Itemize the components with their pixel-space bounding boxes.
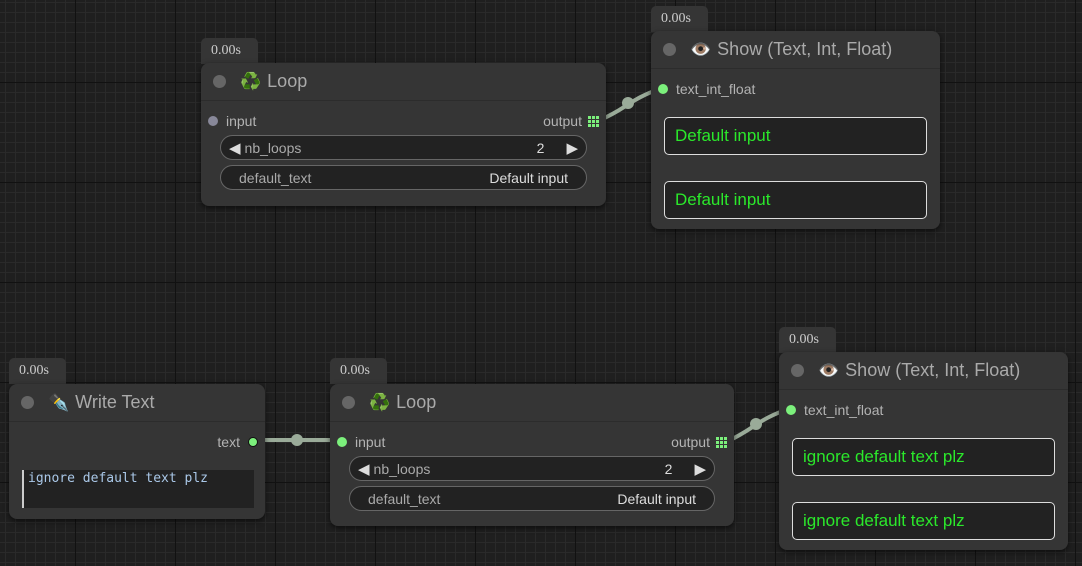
node-title: Write Text bbox=[75, 392, 155, 412]
loop-node[interactable]: ♻️Loop input output ◀nb_loops 2 ▶ default_… bbox=[201, 63, 606, 206]
widget-label: default_text bbox=[239, 169, 312, 186]
output-text-box[interactable]: Default input bbox=[664, 181, 927, 219]
input-slot[interactable] bbox=[658, 84, 668, 94]
show-node[interactable]: 👁️Show (Text, Int, Float) text_int_float… bbox=[779, 352, 1068, 550]
input-slot[interactable] bbox=[337, 437, 347, 447]
recycle-icon: ♻️ bbox=[369, 392, 391, 412]
widget-value: Default input bbox=[489, 169, 568, 186]
input-label: input bbox=[355, 434, 386, 450]
increment-arrow[interactable]: ▶ bbox=[694, 460, 706, 478]
output-label: output bbox=[543, 113, 582, 129]
widget-label: default_text bbox=[368, 490, 441, 507]
widget-value: 2 bbox=[536, 139, 545, 156]
exec-time-badge: 0.00s bbox=[330, 358, 387, 384]
input-label: text_int_float bbox=[804, 402, 884, 418]
list-output-slot[interactable] bbox=[716, 436, 727, 448]
widget-label: nb_loops bbox=[244, 139, 302, 156]
link-midpoint[interactable] bbox=[291, 434, 303, 446]
increment-arrow[interactable]: ▶ bbox=[566, 139, 578, 157]
show-node[interactable]: 👁️Show (Text, Int, Float) text_int_float… bbox=[651, 31, 940, 229]
output-label: output bbox=[671, 434, 710, 450]
default-text-widget[interactable]: default_text Default input bbox=[220, 165, 587, 190]
collapse-toggle[interactable] bbox=[663, 43, 676, 56]
loop-node[interactable]: ♻️Loop input output ◀nb_loops 2 ▶ default_… bbox=[330, 384, 734, 526]
default-text-widget[interactable]: default_text Default input bbox=[349, 486, 715, 511]
input-slot[interactable] bbox=[208, 116, 218, 126]
widget-value: Default input bbox=[617, 490, 696, 507]
eye-icon: 👁️ bbox=[690, 39, 712, 59]
input-label: text_int_float bbox=[676, 81, 756, 97]
decrement-arrow[interactable]: ◀ bbox=[358, 460, 370, 478]
input-slot[interactable] bbox=[786, 405, 796, 415]
write-text-node[interactable]: ✒️Write Text text ignore default text pl… bbox=[9, 384, 265, 519]
eye-icon: 👁️ bbox=[818, 360, 840, 380]
collapse-toggle[interactable] bbox=[21, 396, 34, 409]
decrement-arrow[interactable]: ◀ bbox=[229, 139, 241, 157]
link-midpoint[interactable] bbox=[622, 97, 634, 109]
node-title: Loop bbox=[396, 392, 437, 412]
pen-icon: ✒️ bbox=[48, 392, 70, 412]
widget-value: 2 bbox=[664, 460, 673, 477]
exec-time-badge: 0.00s bbox=[779, 327, 836, 353]
output-text-box[interactable]: ignore default text plz bbox=[792, 502, 1055, 540]
output-text-box[interactable]: Default input bbox=[664, 117, 927, 155]
node-title: Loop bbox=[267, 71, 308, 91]
exec-time-badge: 0.00s bbox=[651, 6, 708, 32]
text-area[interactable]: ignore default text plz bbox=[22, 470, 254, 508]
link-midpoint[interactable] bbox=[750, 418, 762, 430]
widget-label: nb_loops bbox=[373, 460, 431, 477]
collapse-toggle[interactable] bbox=[213, 75, 226, 88]
exec-time-badge: 0.00s bbox=[9, 358, 66, 384]
node-title: Show (Text, Int, Float) bbox=[845, 360, 1021, 380]
output-text-box[interactable]: ignore default text plz bbox=[792, 438, 1055, 476]
collapse-toggle[interactable] bbox=[342, 396, 355, 409]
input-label: input bbox=[226, 113, 257, 129]
nb-loops-widget[interactable]: ◀nb_loops 2 ▶ bbox=[349, 456, 715, 481]
collapse-toggle[interactable] bbox=[791, 364, 804, 377]
exec-time-badge: 0.00s bbox=[201, 38, 258, 64]
recycle-icon: ♻️ bbox=[240, 71, 262, 91]
list-output-slot[interactable] bbox=[588, 115, 599, 127]
output-label: text bbox=[217, 434, 240, 450]
output-slot[interactable] bbox=[248, 437, 258, 447]
node-title: Show (Text, Int, Float) bbox=[717, 39, 893, 59]
nb-loops-widget[interactable]: ◀nb_loops 2 ▶ bbox=[220, 135, 587, 160]
